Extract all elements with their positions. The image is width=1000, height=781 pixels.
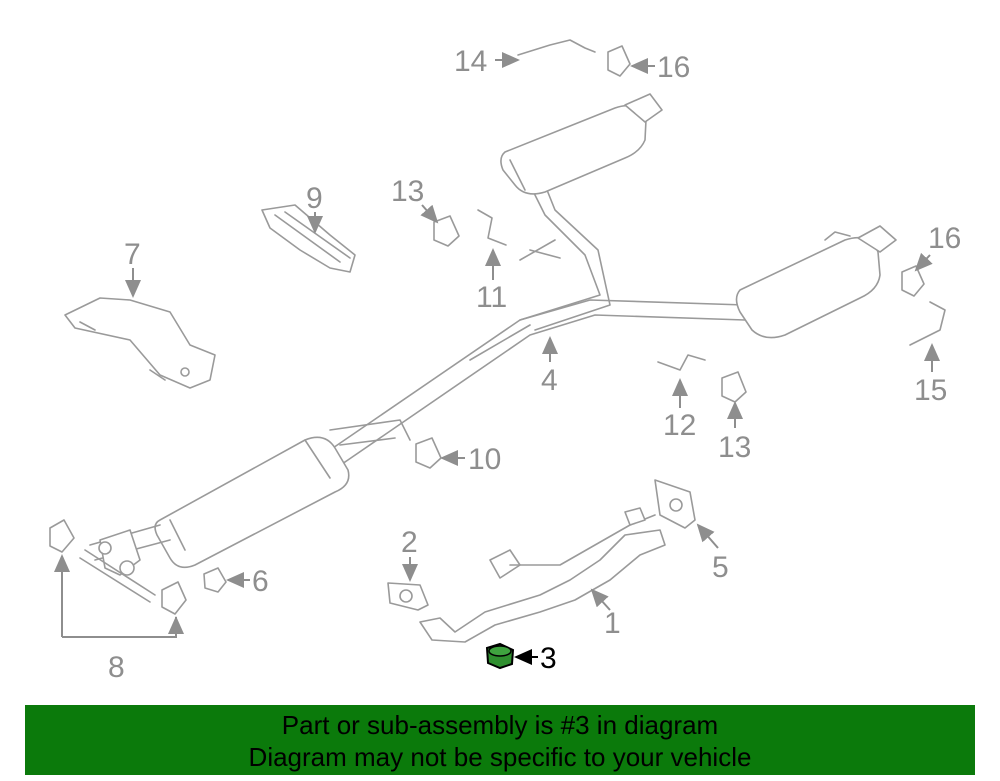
right-rear-muffler xyxy=(735,236,881,339)
center-muffler xyxy=(154,436,350,569)
callout-3[interactable]: 3 xyxy=(540,642,557,675)
info-banner: Part or sub-assembly is #3 in diagram Di… xyxy=(25,705,975,775)
banner-line-2: Diagram may not be specific to your vehi… xyxy=(248,742,752,772)
callout-4: 4 xyxy=(541,364,558,397)
callout-14: 14 xyxy=(454,45,487,78)
callout-6: 6 xyxy=(252,565,269,598)
part-16-isolator-upper xyxy=(607,45,631,77)
callout-13-upper: 13 xyxy=(391,175,424,208)
callout-16-upper: 16 xyxy=(657,51,690,84)
callout-11: 11 xyxy=(476,281,507,314)
part-8-isolator-right xyxy=(161,581,187,615)
callout-8: 8 xyxy=(108,651,125,684)
part-11-hanger xyxy=(477,209,507,246)
leader-lines xyxy=(54,52,940,665)
part-12-hanger xyxy=(657,354,706,371)
exhaust-system-diagram: 1 2 3 4 5 6 7 8 9 10 11 12 13 13 14 15 1… xyxy=(49,39,961,684)
callout-9: 9 xyxy=(306,182,323,215)
part-1-front-pipe xyxy=(419,507,666,643)
part-15-bracket xyxy=(909,301,946,346)
exhaust-pipe-assembly xyxy=(79,93,897,603)
callout-10: 10 xyxy=(468,443,501,476)
callout-13-lower: 13 xyxy=(718,431,751,464)
banner-line-1: Part or sub-assembly is #3 in diagram xyxy=(281,710,719,740)
callout-15: 15 xyxy=(914,374,947,407)
part-16-isolator-right xyxy=(901,265,925,297)
part-8-isolator-left xyxy=(49,519,75,553)
part-7-crossmember xyxy=(64,297,216,389)
part-13-isolator-upper xyxy=(433,215,460,247)
part-14-bracket xyxy=(517,39,596,56)
callout-2: 2 xyxy=(401,526,418,559)
left-rear-muffler xyxy=(500,104,647,195)
callout-16-right: 16 xyxy=(928,222,961,255)
callout-1: 1 xyxy=(604,607,621,640)
part-5-gasket xyxy=(654,479,696,529)
part-9-heat-shield xyxy=(261,204,356,273)
part-2-gasket xyxy=(387,582,429,611)
callout-7: 7 xyxy=(124,238,141,271)
callout-5: 5 xyxy=(712,551,729,584)
part-6-nut xyxy=(203,567,227,593)
part-10-isolator xyxy=(415,437,442,469)
callout-12: 12 xyxy=(663,409,696,442)
part-3-nut-highlighted[interactable] xyxy=(485,642,515,670)
part-13-isolator-lower xyxy=(721,371,747,403)
